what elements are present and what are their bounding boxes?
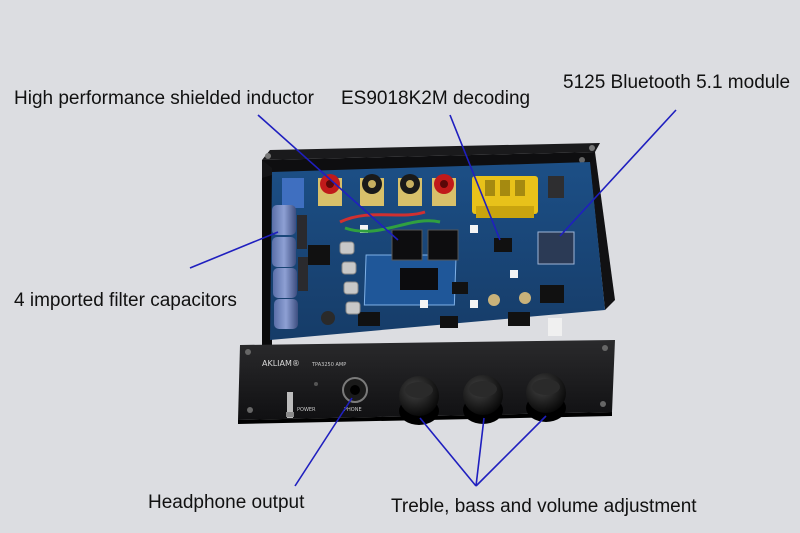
callout-lines <box>189 109 677 487</box>
headphone-callout-line <box>294 397 353 487</box>
speaker-terminal <box>472 176 564 218</box>
inductor-callout: High performance shielded inductor <box>14 88 314 109</box>
knob-callout-line-1 <box>419 417 477 487</box>
headphone-callout: Headphone output <box>148 492 305 513</box>
power-switch <box>286 392 294 418</box>
inductor-callout-line <box>257 114 399 241</box>
treble-knob <box>399 376 439 425</box>
bass-knob <box>463 375 503 424</box>
filter-capacitors <box>272 178 308 329</box>
decoding-callout-line <box>449 114 501 241</box>
bluetooth-callout-line <box>559 109 677 237</box>
model-label: TPA3250 AMP <box>311 362 346 368</box>
capacitors-callout-line <box>189 231 279 269</box>
volume-knob <box>526 373 566 422</box>
phone-label: PHONE <box>344 407 362 413</box>
decoding-callout: ES9018K2M decoding <box>341 88 531 109</box>
brand-label: AKLIAM® <box>262 359 300 368</box>
knobs-callout: Treble, bass and volume adjustment <box>391 496 697 517</box>
knob-callout-line-3 <box>475 415 547 487</box>
headphone-jack <box>342 377 368 403</box>
knob-callout-line-2 <box>475 417 485 487</box>
power-label: POWER <box>297 407 316 413</box>
rca-jacks <box>318 174 456 206</box>
bluetooth-callout: 5125 Bluetooth 5.1 module <box>563 72 791 93</box>
capacitors-callout: 4 imported filter capacitors <box>14 290 237 311</box>
